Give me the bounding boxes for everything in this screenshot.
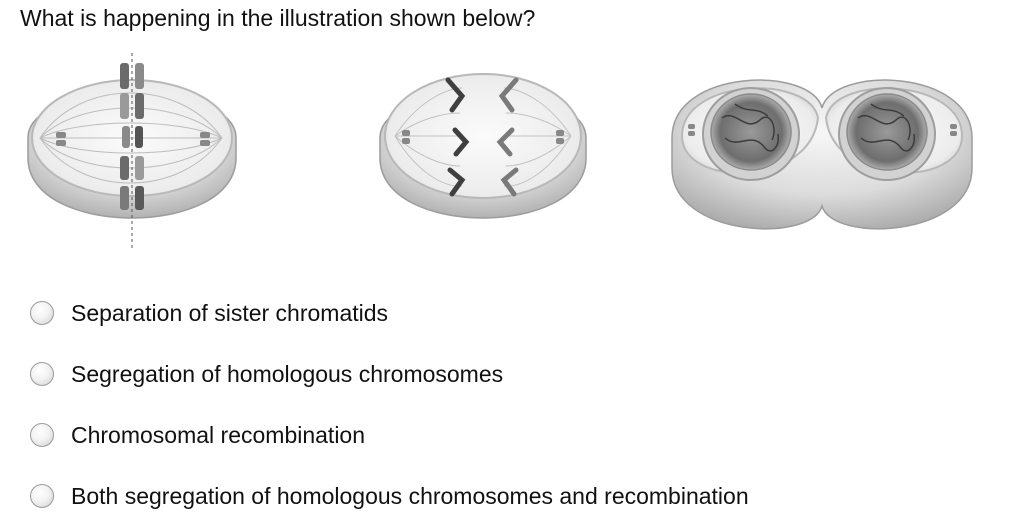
radio-button-2[interactable] — [30, 362, 54, 386]
answer-option-2[interactable]: Segregation of homologous chromosomes — [30, 359, 503, 389]
cell-division-illustration — [0, 38, 1021, 268]
option-label-3: Chromosomal recombination — [71, 422, 366, 448]
telophase-cell — [671, 79, 973, 230]
metaphase-cell — [27, 53, 237, 248]
radio-button-1[interactable] — [30, 301, 54, 325]
radio-button-4[interactable] — [30, 484, 54, 508]
option-label-2: Segregation of homologous chromosomes — [71, 361, 504, 387]
answer-option-4[interactable]: Both segregation of homologous chromosom… — [30, 481, 749, 511]
radio-button-3[interactable] — [30, 423, 54, 447]
anaphase-cell — [379, 73, 587, 219]
question-text: What is happening in the illustration sh… — [20, 5, 536, 31]
answer-option-3[interactable]: Chromosomal recombination — [30, 420, 365, 450]
option-label-1: Separation of sister chromatids — [71, 300, 389, 326]
answer-option-1[interactable]: Separation of sister chromatids — [30, 298, 388, 328]
option-label-4: Both segregation of homologous chromosom… — [71, 483, 749, 509]
